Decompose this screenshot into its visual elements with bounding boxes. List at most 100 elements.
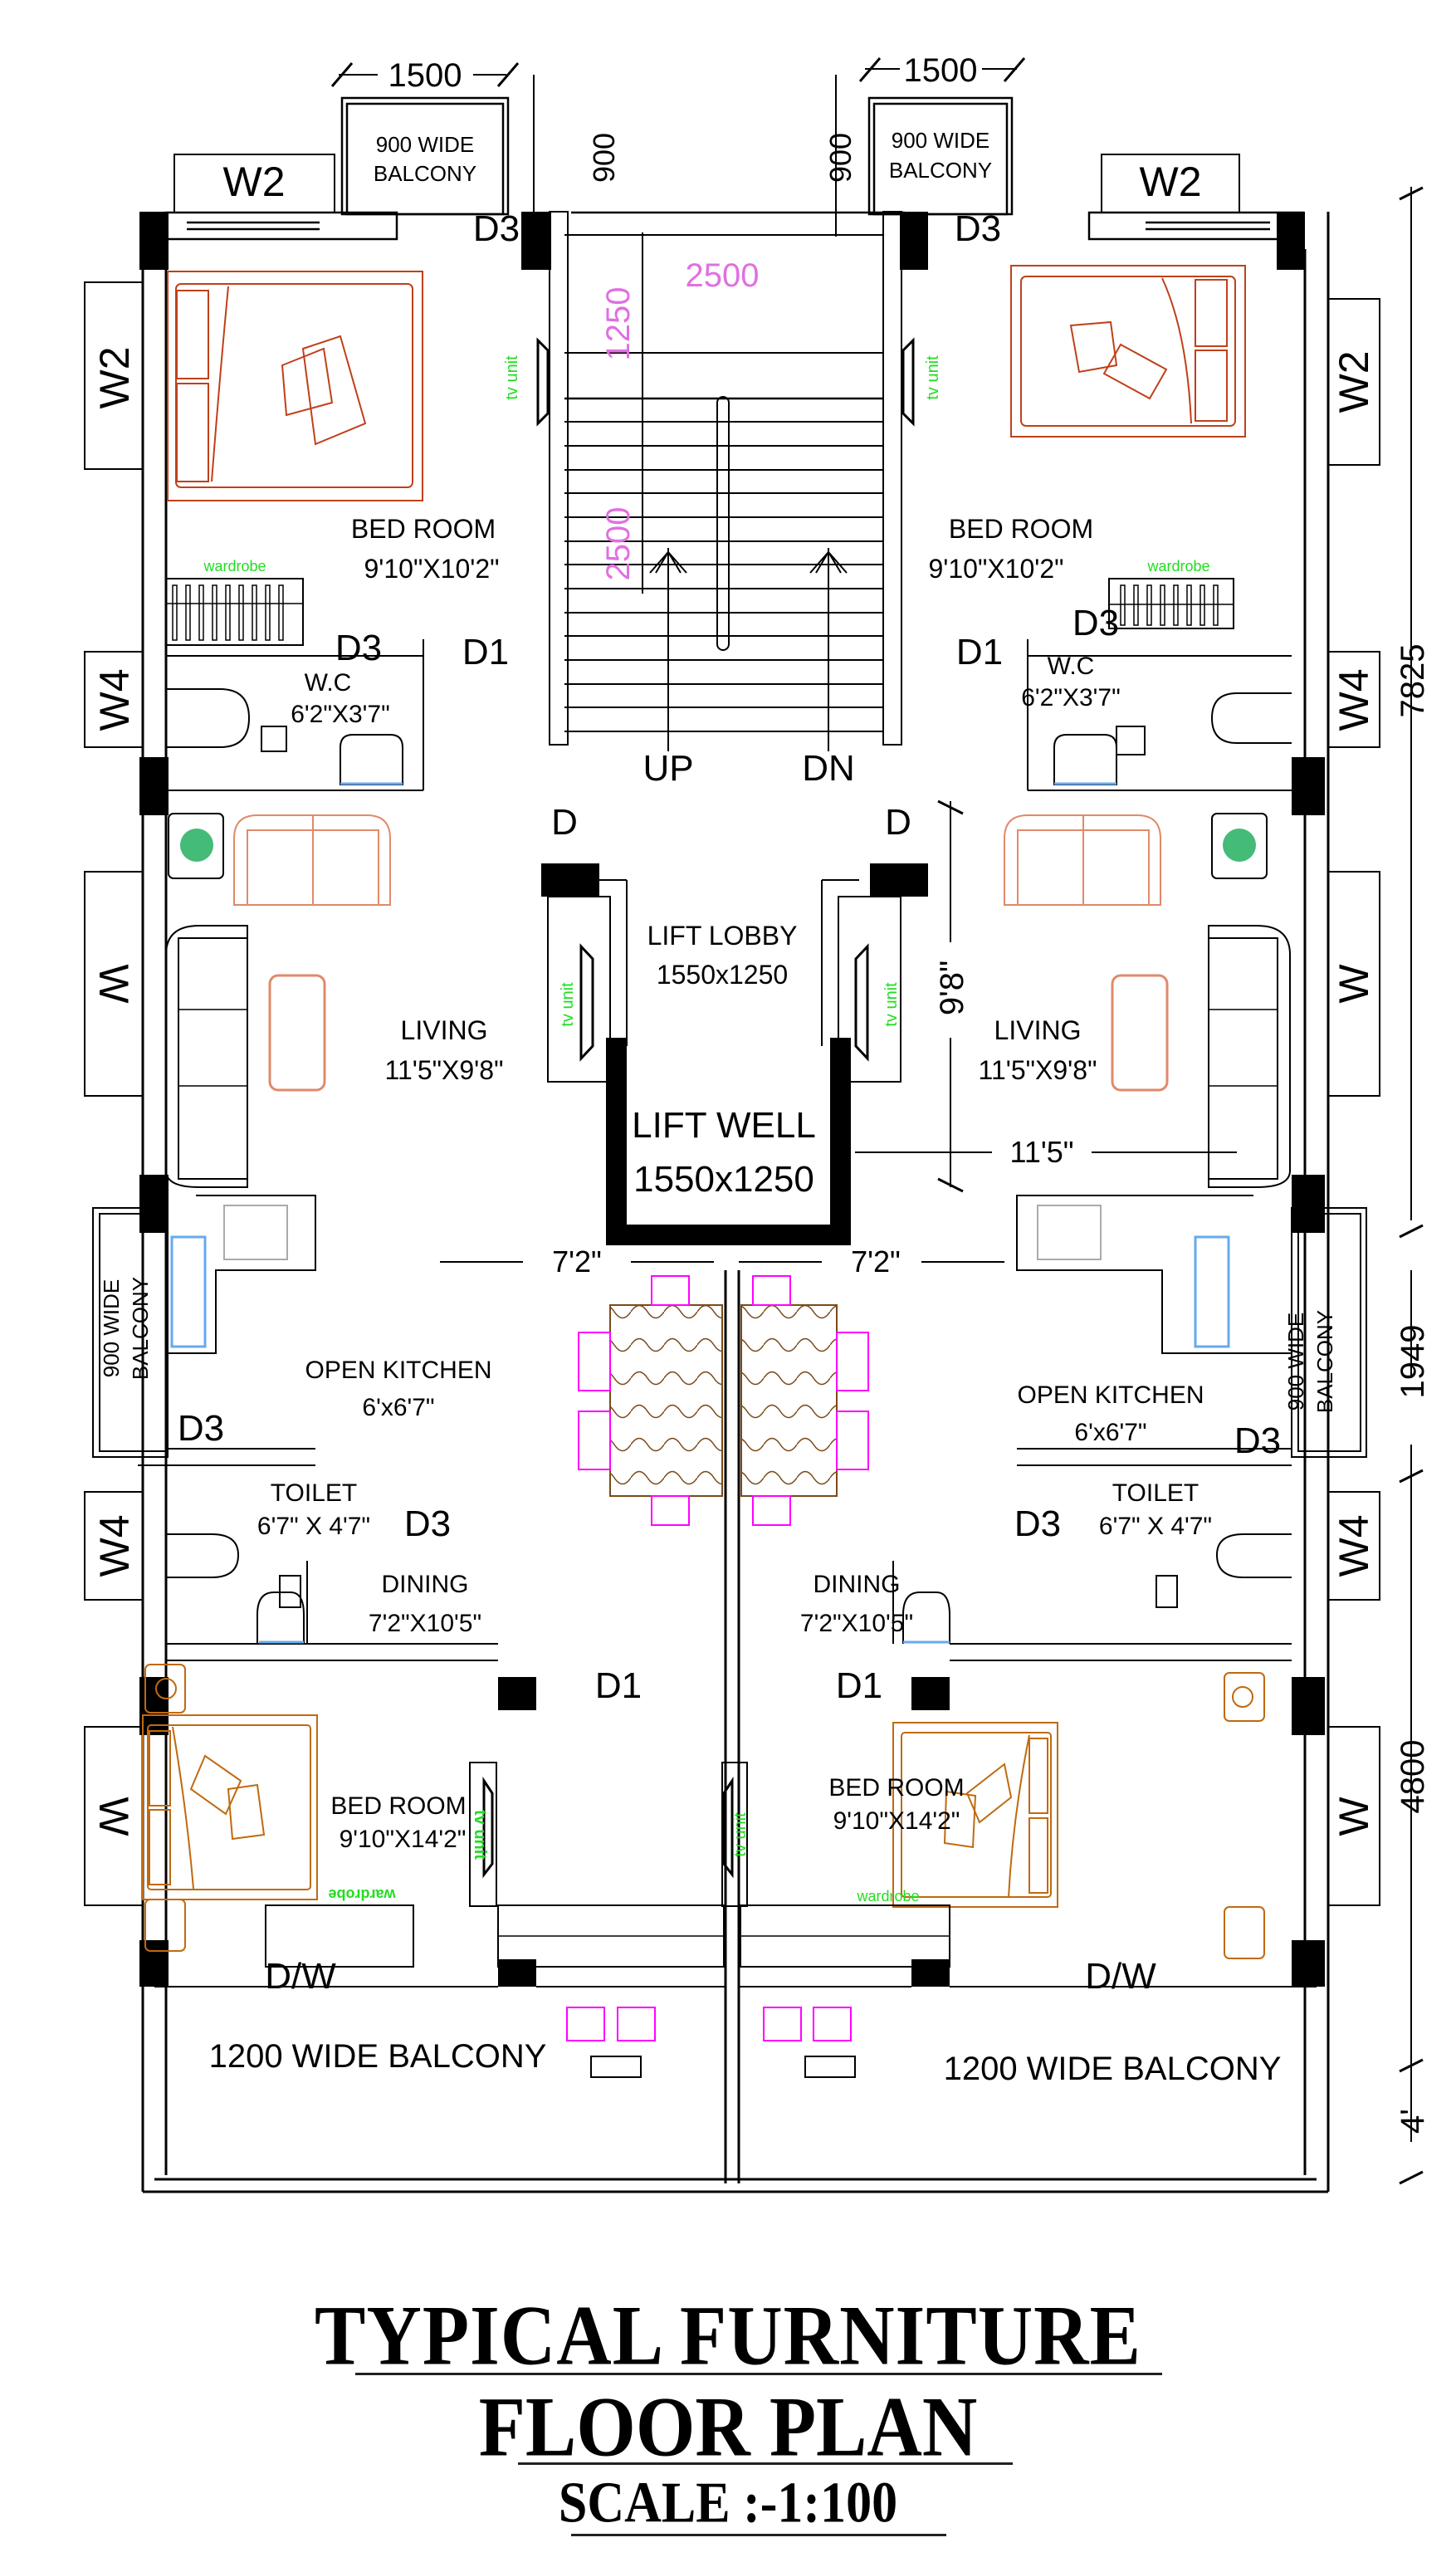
dimension-balcony-depth-right: 900 bbox=[823, 75, 857, 237]
drawing-title-line-2: FLOOR PLAN bbox=[478, 2379, 978, 2475]
window-w2-left: W2 bbox=[84, 281, 144, 470]
svg-text:TOILET: TOILET bbox=[1112, 1479, 1199, 1507]
tv-unit-lobby-right: tv unit bbox=[854, 943, 901, 1062]
window-w4-right-top: W4 bbox=[1327, 651, 1380, 748]
dining-table bbox=[609, 1304, 838, 1497]
svg-text:1500: 1500 bbox=[904, 52, 978, 89]
svg-text:W: W bbox=[90, 1797, 137, 1836]
drawing-title-line-1: TYPICAL FURNITURE bbox=[315, 2287, 1141, 2384]
svg-text:W: W bbox=[1331, 1797, 1377, 1836]
svg-text:DINING: DINING bbox=[382, 1571, 469, 1598]
wc-left-label: W.C 6'2"X3'7" bbox=[291, 669, 390, 728]
stair-down-label: DN bbox=[802, 748, 855, 789]
balcony-1200-left-label: 1200 WIDE BALCONY bbox=[209, 2038, 547, 2075]
door-window-label-left: D/W bbox=[265, 1956, 336, 1997]
tv-unit-bedroom-bottom-left: tv unit bbox=[469, 1762, 497, 1907]
dimension-balcony-depth-left: 900 bbox=[533, 75, 621, 237]
title-underline-1 bbox=[355, 2373, 1162, 2375]
wc-left bbox=[166, 639, 424, 791]
svg-text:900 WIDE: 900 WIDE bbox=[376, 132, 475, 157]
svg-text:W2: W2 bbox=[223, 159, 286, 205]
svg-text:W2: W2 bbox=[91, 347, 138, 409]
bed-top-right bbox=[1010, 265, 1246, 438]
svg-text:tv unit: tv unit bbox=[924, 355, 942, 400]
stair-flight-dimension: 2500 bbox=[600, 507, 637, 581]
dimension-7825: 7825 bbox=[1395, 644, 1431, 718]
door-label-d3-wc-left: D3 bbox=[335, 628, 382, 668]
top-right-balcony bbox=[867, 96, 1014, 216]
svg-text:1550x1250: 1550x1250 bbox=[657, 960, 788, 990]
balcony-900-top-left-label: 900 WIDE BALCONY bbox=[374, 132, 476, 186]
lift-lobby bbox=[547, 879, 901, 1083]
living-height-dimension: 9'8" bbox=[934, 961, 970, 1015]
svg-text:900: 900 bbox=[823, 133, 857, 183]
svg-text:W4: W4 bbox=[91, 669, 138, 731]
dimension-top-right: 1500 bbox=[858, 52, 1026, 89]
svg-text:6'2"X3'7": 6'2"X3'7" bbox=[1021, 684, 1121, 711]
dining-chairs bbox=[578, 1275, 869, 1526]
door-label-d1-right: D1 bbox=[956, 632, 1003, 672]
title-underline-2 bbox=[518, 2462, 1013, 2465]
dimension-4ft: 4' bbox=[1395, 2109, 1431, 2134]
svg-text:BALCONY: BALCONY bbox=[374, 161, 476, 186]
tv-unit-stair-right: tv unit bbox=[901, 337, 942, 427]
bedroom-top-left-label: BED ROOM 9'10"X10'2" bbox=[351, 514, 500, 584]
dining-right-dimension: 7'2" bbox=[851, 1244, 901, 1279]
svg-text:W.C: W.C bbox=[1048, 653, 1095, 680]
kitchen-left bbox=[92, 1195, 316, 1458]
living-width-dimension: 11'5" bbox=[1009, 1135, 1073, 1169]
wc-right bbox=[1027, 639, 1292, 791]
bedroom-bottom-left-label: BED ROOM 9'10"X14'2" bbox=[330, 1792, 466, 1853]
svg-text:9'10"X10'2": 9'10"X10'2" bbox=[928, 554, 1063, 584]
living-dimension-lines bbox=[855, 799, 1237, 1193]
bed-bottom-left bbox=[142, 1664, 318, 1952]
svg-text:BED ROOM: BED ROOM bbox=[351, 514, 496, 544]
living-right-label: LIVING 11'5"X9'8" bbox=[979, 1015, 1097, 1085]
svg-text:tv unit: tv unit bbox=[731, 1812, 750, 1857]
bedroom-bottom-right-label: BED ROOM 9'10"X14'2" bbox=[828, 1774, 964, 1835]
window-w2-top-right: W2 bbox=[1101, 154, 1240, 213]
svg-text:BALCONY: BALCONY bbox=[889, 158, 992, 183]
dining-left-label: DINING 7'2"X10'5" bbox=[369, 1571, 481, 1637]
door-label-d1-left: D1 bbox=[462, 632, 509, 672]
svg-text:BED ROOM: BED ROOM bbox=[828, 1774, 964, 1802]
door-label-d3-top-left: D3 bbox=[473, 208, 520, 249]
svg-text:W2: W2 bbox=[1331, 351, 1377, 413]
door-label-d3-wc-right: D3 bbox=[1072, 603, 1119, 643]
door-label-d-right: D bbox=[885, 802, 911, 843]
door-window-label-right: D/W bbox=[1085, 1956, 1156, 1997]
svg-text:OPEN KITCHEN: OPEN KITCHEN bbox=[1017, 1381, 1204, 1409]
svg-text:7'2"X10'5": 7'2"X10'5" bbox=[369, 1610, 481, 1637]
scale-underline bbox=[571, 2534, 946, 2536]
living-left-label: LIVING 11'5"X9'8" bbox=[385, 1015, 504, 1085]
drawing-scale: SCALE :-1:100 bbox=[558, 2471, 898, 2535]
svg-text:BED ROOM: BED ROOM bbox=[330, 1792, 466, 1820]
svg-text:6'x6'7": 6'x6'7" bbox=[1074, 1419, 1146, 1446]
svg-text:wardrobe: wardrobe bbox=[203, 558, 266, 574]
door-label-d3-top-right: D3 bbox=[955, 208, 1001, 249]
svg-text:tv unit: tv unit bbox=[471, 1810, 489, 1860]
window-w-right-living: W bbox=[1327, 871, 1380, 1097]
kitchen-right-label: OPEN KITCHEN 6'x6'7" bbox=[1017, 1381, 1204, 1446]
lift-well bbox=[606, 1038, 851, 1245]
svg-text:11'5"X9'8": 11'5"X9'8" bbox=[979, 1055, 1097, 1085]
dimension-chain-right bbox=[1399, 186, 1424, 2185]
svg-text:7'2"X10'5": 7'2"X10'5" bbox=[800, 1610, 913, 1637]
svg-text:OPEN KITCHEN: OPEN KITCHEN bbox=[305, 1357, 491, 1384]
top-left-balcony bbox=[340, 96, 510, 216]
wc-right-label: W.C 6'2"X3'7" bbox=[1021, 653, 1121, 711]
wardrobe-bottom-left: wardrobe bbox=[265, 1886, 725, 1968]
lift-lobby-label: LIFT LOBBY 1550x1250 bbox=[647, 921, 798, 990]
svg-text:BED ROOM: BED ROOM bbox=[949, 514, 1093, 544]
lift-well-label: LIFT WELL 1550x1250 bbox=[632, 1105, 816, 1200]
stair-up-label: UP bbox=[642, 748, 693, 789]
dimension-4800: 4800 bbox=[1395, 1740, 1431, 1814]
svg-text:11'5"X9'8": 11'5"X9'8" bbox=[385, 1055, 504, 1085]
svg-text:1550x1250: 1550x1250 bbox=[633, 1159, 814, 1200]
toilet-left-label: TOILET 6'7" X 4'7" bbox=[257, 1479, 370, 1540]
dining-right-label: DINING 7'2"X10'5" bbox=[800, 1571, 913, 1637]
window-w-left-bedroom: W bbox=[84, 1726, 144, 1906]
svg-text:W: W bbox=[90, 964, 137, 1004]
toilet-right-label: TOILET 6'7" X 4'7" bbox=[1099, 1479, 1212, 1540]
